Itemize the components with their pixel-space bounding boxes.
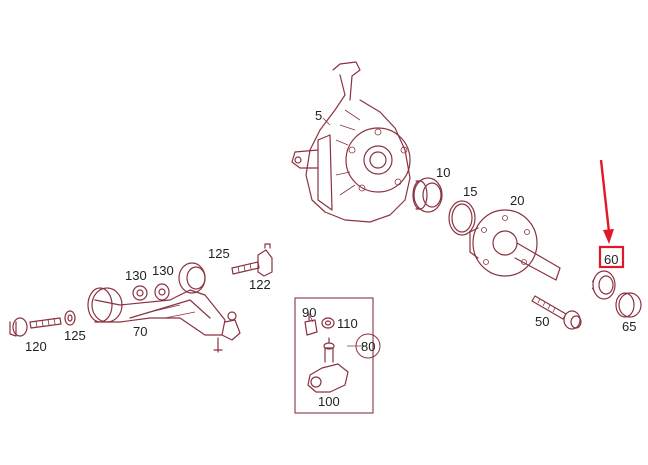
steering-knuckle-part-5: [291, 61, 411, 223]
label-125-top: 125: [208, 246, 230, 261]
label-15: 15: [463, 184, 477, 199]
label-125-left: 125: [64, 328, 86, 343]
label-120: 120: [25, 339, 47, 354]
ball-joint-kit-frame: [294, 297, 374, 414]
cap-part-65: [615, 292, 642, 318]
circlip-part-15: [448, 200, 476, 236]
label-70: 70: [133, 324, 147, 339]
highlight-frame-part-60: [598, 245, 625, 269]
bolt-part-120: [9, 317, 62, 337]
label-100: 100: [318, 394, 340, 409]
wheel-hub-part-20: [469, 209, 561, 281]
ball-joint-part-100: [307, 337, 349, 393]
label-110: 110: [337, 316, 358, 331]
washer-part-125-left: [64, 310, 76, 326]
control-arm-part-70: [87, 262, 241, 353]
label-122: 122: [249, 277, 271, 292]
label-20: 20: [510, 193, 524, 208]
label-130-right: 130: [152, 263, 174, 278]
highlight-arrow: [599, 159, 614, 244]
label-10: 10: [436, 165, 450, 180]
label-80: 80: [361, 339, 375, 354]
label-90: 90: [302, 305, 316, 320]
label-130-left: 130: [125, 268, 147, 283]
wheel-bearing-part-10: [412, 177, 443, 213]
axle-bolt-part-50: [531, 295, 582, 330]
callout-circle-80: [355, 333, 381, 359]
label-65: 65: [622, 319, 636, 334]
nut-part-90: [304, 313, 318, 336]
nut-part-110: [321, 317, 335, 329]
bolt-part-122: [231, 243, 273, 277]
label-50: 50: [535, 314, 549, 329]
hub-nut-part-60: [591, 270, 616, 300]
bushing-part-130: [132, 283, 170, 301]
label-5: 5: [315, 108, 322, 123]
label-60: 60: [604, 252, 618, 267]
